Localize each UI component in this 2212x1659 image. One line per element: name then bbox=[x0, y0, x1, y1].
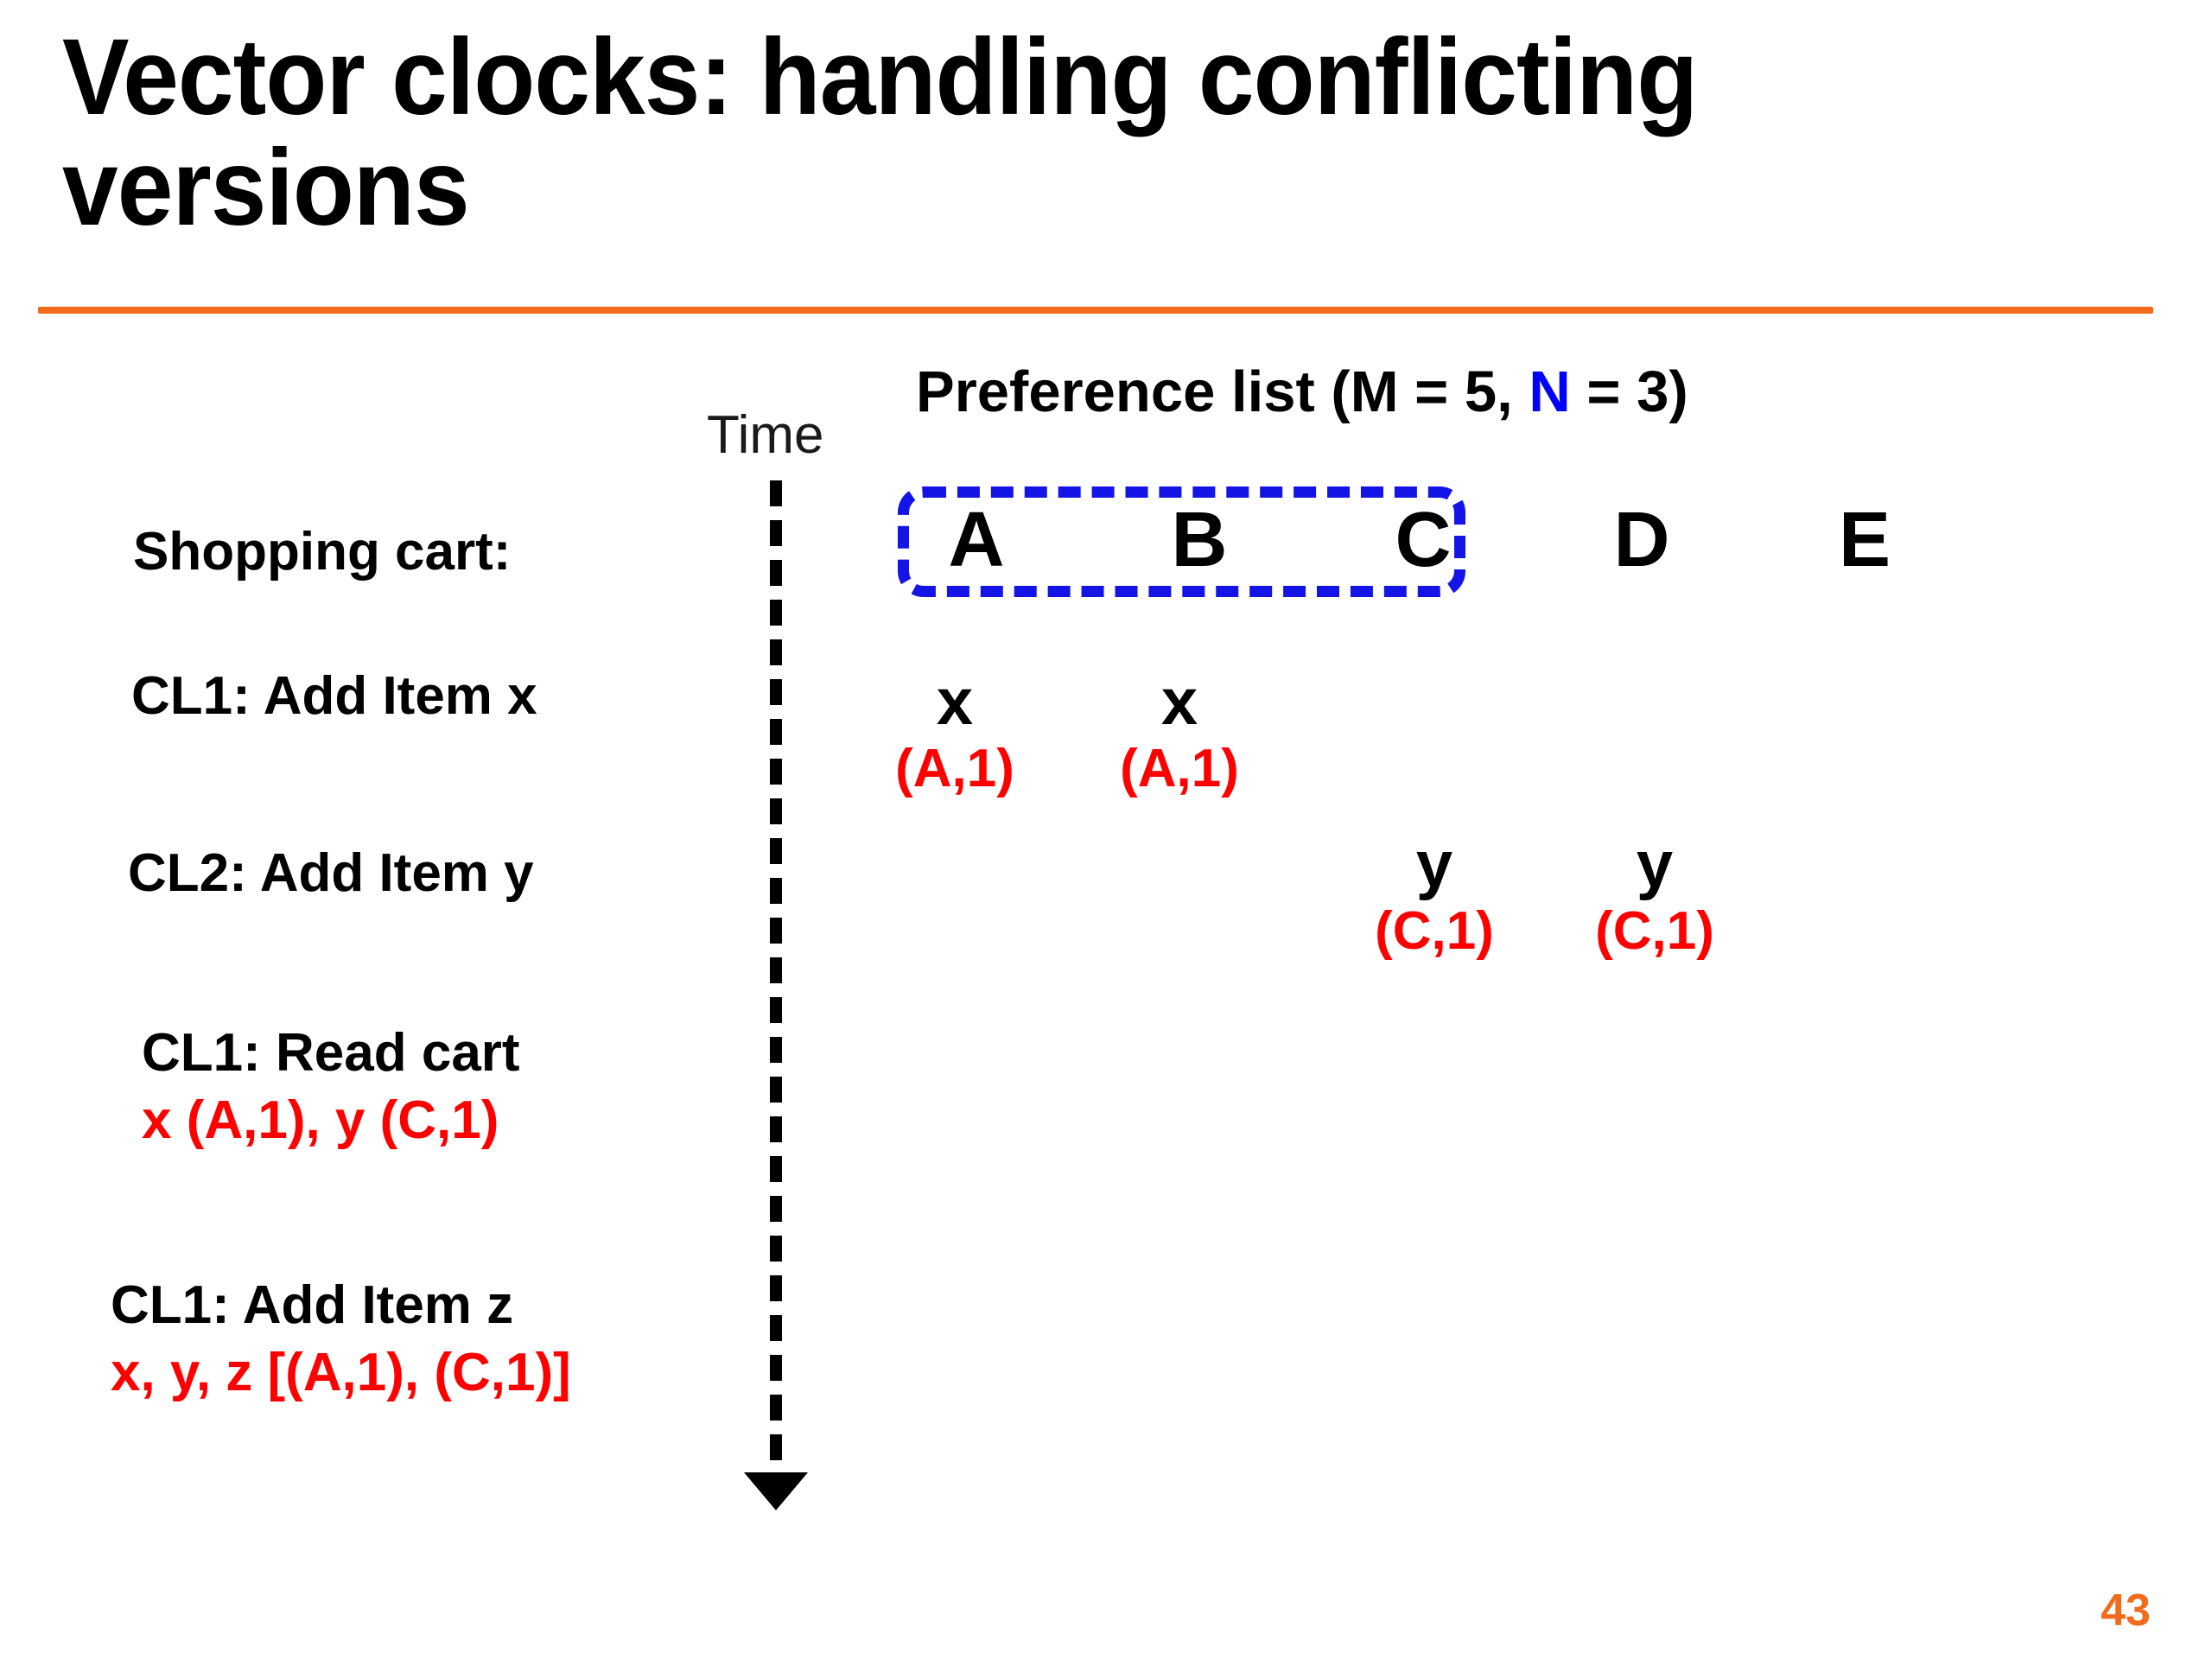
row-label-cl1-add-item-x-text: CL1: Add Item x bbox=[131, 666, 537, 726]
row-label-shopping-cart: Shopping cart: bbox=[133, 518, 511, 586]
row-label-cl1-add-item-z: CL1: Add Item z x, y, z [(A,1), (C,1)] bbox=[111, 1272, 571, 1406]
cell-item-value: x bbox=[1160, 665, 1198, 739]
node-e: E bbox=[1838, 497, 1891, 583]
cell-item-value: y bbox=[1415, 828, 1453, 901]
row-label-cl2-add-item-y: CL2: Add Item y bbox=[128, 840, 534, 907]
time-axis-label: Time bbox=[707, 405, 824, 465]
row-label-cl1-read-cart-text: CL1: Read cart bbox=[142, 1023, 520, 1083]
cell-vector-clock: (C,1) bbox=[1595, 901, 1714, 961]
time-axis-arrow-icon bbox=[744, 1472, 808, 1510]
cell-node-c-item-y: y (C,1) bbox=[1348, 832, 1521, 958]
time-axis-dashed-line bbox=[770, 480, 782, 1476]
node-a: A bbox=[948, 497, 1005, 583]
row-label-cl1-read-cart: CL1: Read cart x (A,1), y (C,1) bbox=[142, 1020, 520, 1154]
preference-list-prefix: Preference list (M = 5, bbox=[916, 359, 1529, 424]
preference-list-n-highlight: N bbox=[1529, 359, 1571, 424]
quorum-highlight-box bbox=[898, 486, 1465, 597]
cell-node-a-item-x: x (A,1) bbox=[868, 670, 1041, 796]
row-label-cl1-add-item-x: CL1: Add Item x bbox=[131, 663, 537, 730]
cell-node-d-item-y: y (C,1) bbox=[1568, 832, 1741, 958]
preference-list-header: Preference list (M = 5, N = 3) bbox=[916, 359, 1688, 425]
cell-item-value: y bbox=[1636, 828, 1674, 901]
cell-vector-clock: (C,1) bbox=[1375, 901, 1494, 961]
row-label-shopping-cart-text: Shopping cart: bbox=[133, 522, 512, 582]
row-label-cl2-add-item-y-text: CL2: Add Item y bbox=[128, 843, 534, 903]
title-divider-rule bbox=[38, 307, 2153, 314]
cell-node-b-item-x: x (A,1) bbox=[1093, 670, 1266, 796]
node-c: C bbox=[1395, 497, 1452, 583]
preference-list-node-row: A B C D E bbox=[864, 501, 2022, 596]
row-label-cl1-add-item-z-text: CL1: Add Item z bbox=[111, 1275, 514, 1335]
row-value-cl1-add-item-z: x, y, z [(A,1), (C,1)] bbox=[111, 1342, 571, 1402]
cell-vector-clock: (A,1) bbox=[1120, 739, 1239, 798]
slide-page-number: 43 bbox=[2101, 1586, 2151, 1636]
cell-item-value: x bbox=[936, 665, 974, 739]
cell-vector-clock: (A,1) bbox=[895, 739, 1014, 798]
page-title: Vector clocks: handling conflicting vers… bbox=[62, 17, 1725, 248]
node-d: D bbox=[1613, 497, 1670, 583]
row-value-cl1-read-cart: x (A,1), y (C,1) bbox=[142, 1090, 499, 1150]
node-b: B bbox=[1171, 497, 1228, 583]
preference-list-suffix: = 3) bbox=[1570, 359, 1688, 424]
